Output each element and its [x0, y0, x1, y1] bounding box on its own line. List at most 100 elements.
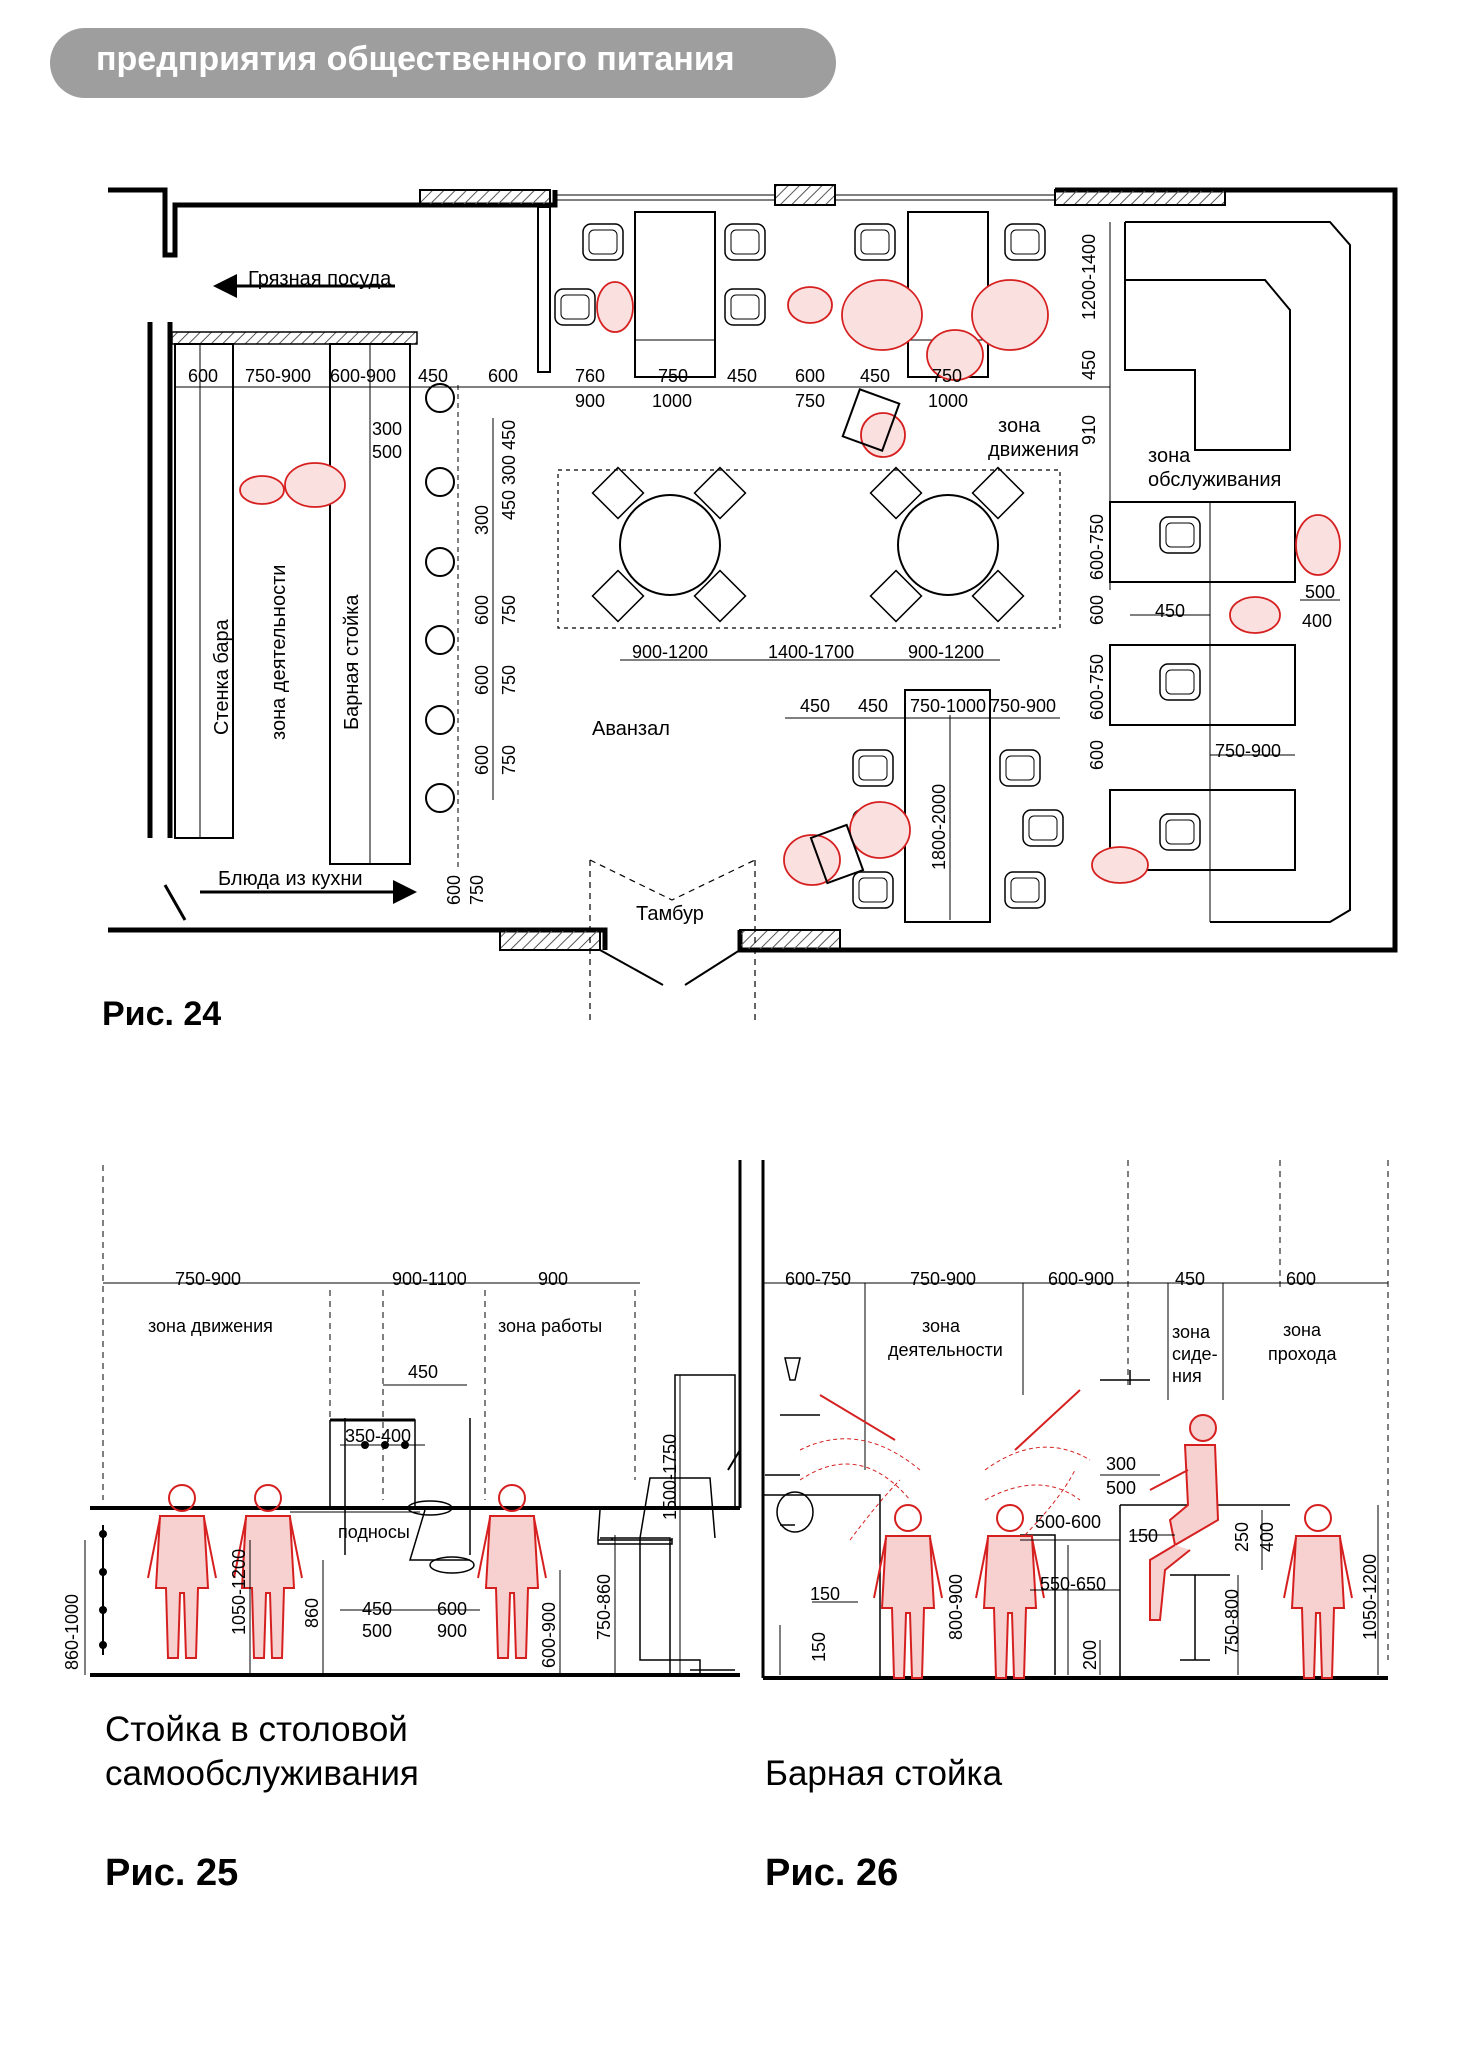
label-activity-zone: зона деятельности [268, 565, 290, 740]
dim: 600 [1087, 740, 1107, 770]
dim: 600-750 [785, 1269, 851, 1289]
dim: 600 [1087, 595, 1107, 625]
label-sitting-zone-2: сиде- [1172, 1344, 1218, 1364]
dim: 600 [795, 366, 825, 386]
dim: 300 [372, 419, 402, 439]
dim: 450 [1175, 1269, 1205, 1289]
dim: 900-1100 [392, 1269, 467, 1289]
dim: 750 [499, 595, 519, 625]
dim: 600-750 [1087, 654, 1107, 720]
dim: 750-800 [1222, 1589, 1242, 1655]
dim: 550-650 [1040, 1574, 1106, 1594]
label-trays: подносы [338, 1522, 410, 1542]
dim: 450 [362, 1599, 392, 1619]
dim: 860 [302, 1598, 322, 1628]
dim: 450 [408, 1362, 438, 1382]
dim: 1800-2000 [929, 784, 949, 870]
label-tambur: Тамбур [636, 903, 704, 925]
fig25-title-line2: самообслуживания [105, 1754, 419, 1793]
dim: 500 [362, 1621, 392, 1641]
dim: 150 [809, 1632, 829, 1662]
label-sitting-zone-3: ния [1172, 1366, 1202, 1386]
fig24-plan [108, 184, 1398, 1020]
dim: 900-1200 [632, 642, 708, 662]
label-movement-zone-1: зона [998, 415, 1041, 437]
dim: 750 [499, 745, 519, 775]
dim: 500-600 [1035, 1512, 1101, 1532]
dim: 750-900 [990, 696, 1056, 716]
dim: 600 [188, 366, 218, 386]
label-bar-counter: Барная стойка [341, 594, 363, 730]
dim: 1200-1400 [1079, 234, 1099, 320]
dim: 1050-1200 [229, 1549, 249, 1635]
fig24-caption: Рис. 24 [102, 995, 222, 1033]
dim: 300 [472, 505, 492, 535]
dim: 600 [472, 745, 492, 775]
dim: 450 [727, 366, 757, 386]
dim: 450 [800, 696, 830, 716]
fig26-section [761, 1160, 1389, 1680]
dim: 900 [437, 1621, 467, 1641]
fig25-title-line1: Стойка в столовой [105, 1710, 408, 1749]
dim: 750 [795, 391, 825, 411]
dim: 450 [858, 696, 888, 716]
dim: 1400-1700 [768, 642, 854, 662]
dim: 900-1200 [908, 642, 984, 662]
fig25-caption: Рис. 25 [105, 1852, 239, 1894]
dim: 910 [1079, 415, 1099, 445]
dim: 450 [418, 366, 448, 386]
dim: 1050-1200 [1360, 1554, 1380, 1640]
dim: 750 [499, 665, 519, 695]
label-movement-zone-2: движения [988, 439, 1079, 461]
dim: 750-900 [910, 1269, 976, 1289]
label-work-zone: зона работы [498, 1316, 602, 1336]
dim: 450 [1079, 350, 1099, 380]
dim: 860-1000 [62, 1594, 82, 1670]
dim: 300 [1106, 1454, 1136, 1474]
dim: 400 [1302, 611, 1332, 631]
dim: 750-860 [594, 1574, 614, 1640]
label-avanzal: Аванзал [592, 718, 670, 740]
dim: 250 [1232, 1522, 1252, 1552]
dim: 600 [488, 366, 518, 386]
dim: 600-750 [1087, 514, 1107, 580]
dim: 760 [575, 366, 605, 386]
dim: 500 [1305, 582, 1335, 602]
dim: 750-1000 [910, 696, 986, 716]
label-service-zone-2: обслуживания [1148, 469, 1281, 491]
dim: 600 [472, 595, 492, 625]
page-header-title: предприятия общественного питания [96, 40, 735, 78]
dim: 600 [437, 1599, 467, 1619]
dim: 200 [1080, 1640, 1100, 1670]
fig26-title: Барная стойка [765, 1754, 1003, 1793]
dim: 600 [472, 665, 492, 695]
label-passage-zone-1: зона [1283, 1320, 1322, 1340]
label-movement-zone: зона движения [148, 1316, 273, 1336]
dim: 150 [810, 1584, 840, 1604]
dim: 1000 [928, 391, 968, 411]
label-bar-wall: Стенка бара [211, 618, 233, 735]
dim: 350-400 [345, 1426, 411, 1446]
label-activity-zone-1: зона [922, 1316, 961, 1336]
dim: 750 [658, 366, 688, 386]
fig26-caption: Рис. 26 [765, 1852, 899, 1894]
dim: 450 [860, 366, 890, 386]
label-dirty-dishes: Грязная посуда [248, 268, 392, 290]
dim: 600-900 [539, 1602, 559, 1668]
label-sitting-zone-1: зона [1172, 1322, 1211, 1342]
label-passage-zone-2: прохода [1268, 1344, 1337, 1364]
dim: 900 [575, 391, 605, 411]
dim: 450 [1155, 601, 1185, 621]
fig25-section [84, 1160, 742, 1677]
label-activity-zone-2: деятельности [888, 1340, 1003, 1360]
header-pill [50, 28, 836, 98]
dim: 500 [372, 442, 402, 462]
dim: 500 [1106, 1478, 1136, 1498]
dim: 1000 [652, 391, 692, 411]
dim: 750-900 [175, 1269, 241, 1289]
dim: 600 [1286, 1269, 1316, 1289]
label-service-zone-1: зона [1148, 445, 1191, 467]
dim: 750-900 [1215, 741, 1281, 761]
dim: 800-900 [946, 1574, 966, 1640]
dim: 600 [444, 875, 464, 905]
